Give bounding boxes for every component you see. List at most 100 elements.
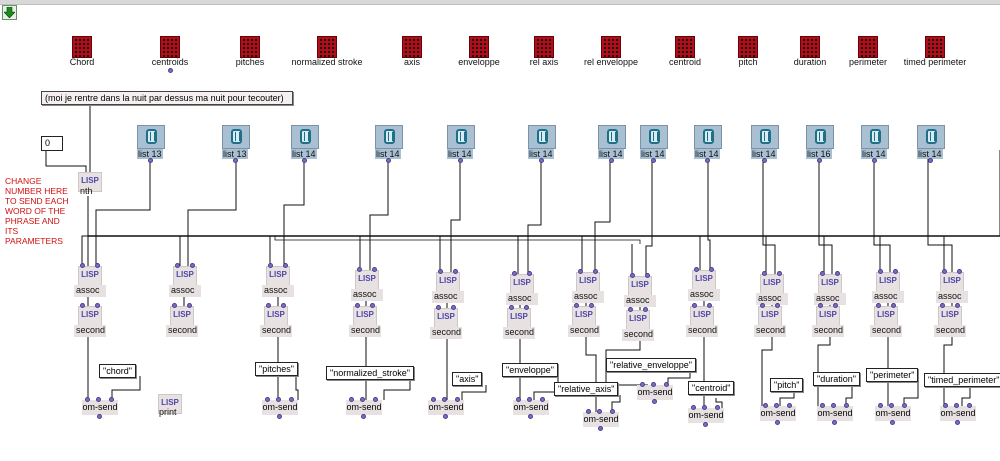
assoc-lisp-icon[interactable]: LISP — [576, 272, 600, 292]
inlet[interactable] — [820, 271, 825, 276]
inlet[interactable] — [175, 263, 180, 268]
outlet[interactable] — [443, 414, 448, 419]
inlet[interactable] — [640, 382, 645, 387]
string-box[interactable]: "enveloppe" — [502, 363, 558, 377]
assoc-lisp-icon[interactable]: LISP — [173, 266, 197, 286]
om-send-box[interactable]: om-send — [513, 400, 549, 415]
phrase-box[interactable]: (moi je rentre dans la nuit par dessus m… — [41, 91, 293, 105]
inlet[interactable] — [645, 273, 650, 278]
om-send-box[interactable]: om-send — [346, 400, 382, 415]
list-box-icon[interactable] — [598, 125, 626, 149]
outlet[interactable] — [233, 158, 238, 163]
om-send-box[interactable]: om-send — [82, 400, 118, 415]
inlet[interactable] — [902, 403, 907, 408]
inlet[interactable] — [878, 269, 883, 274]
inlet[interactable] — [787, 403, 792, 408]
assoc-lisp-icon[interactable]: LISP — [940, 272, 964, 292]
maquette-icon[interactable] — [72, 36, 92, 58]
second-lisp-icon[interactable]: LISP — [938, 306, 962, 326]
outlet[interactable] — [386, 158, 391, 163]
inlet[interactable] — [281, 303, 286, 308]
second-lisp-icon[interactable]: LISP — [78, 306, 102, 326]
string-box[interactable]: "perimeter" — [866, 368, 919, 382]
outlet[interactable] — [872, 158, 877, 163]
second-lisp-icon[interactable]: LISP — [874, 306, 898, 326]
outlet[interactable] — [832, 420, 837, 425]
maquette-icon[interactable] — [240, 36, 260, 58]
inlet[interactable] — [96, 397, 101, 402]
outlet[interactable] — [302, 158, 307, 163]
inlet[interactable] — [373, 397, 378, 402]
list-box-icon[interactable] — [222, 125, 250, 149]
outlet[interactable] — [539, 158, 544, 163]
second-lisp-icon[interactable]: LISP — [353, 306, 377, 326]
inlet[interactable] — [372, 267, 377, 272]
inlet[interactable] — [455, 397, 460, 402]
outlet[interactable] — [890, 420, 895, 425]
inlet[interactable] — [265, 397, 270, 402]
list-box-icon[interactable] — [917, 125, 945, 149]
inlet[interactable] — [760, 303, 765, 308]
inlet[interactable] — [878, 403, 883, 408]
inlet[interactable] — [957, 269, 962, 274]
assoc-lisp-icon[interactable]: LISP — [760, 274, 784, 294]
inlet[interactable] — [357, 267, 362, 272]
inlet[interactable] — [95, 263, 100, 268]
list-box-icon[interactable] — [447, 125, 475, 149]
inlet[interactable] — [955, 303, 960, 308]
inlet[interactable] — [818, 303, 823, 308]
inlet[interactable] — [610, 409, 615, 414]
outlet[interactable] — [609, 158, 614, 163]
outlet[interactable] — [148, 158, 153, 163]
inlet[interactable] — [527, 271, 532, 276]
inlet[interactable] — [574, 303, 579, 308]
list-box-icon[interactable] — [751, 125, 779, 149]
inlet[interactable] — [524, 305, 529, 310]
om-send-box[interactable]: om-send — [583, 412, 619, 427]
inlet[interactable] — [707, 303, 712, 308]
inlet[interactable] — [967, 403, 972, 408]
inlet[interactable] — [876, 303, 881, 308]
inlet[interactable] — [95, 303, 100, 308]
inlet[interactable] — [85, 397, 90, 402]
assoc-lisp-icon[interactable]: LISP — [266, 266, 290, 286]
inlet[interactable] — [643, 307, 648, 312]
assoc-lisp-icon[interactable]: LISP — [692, 270, 716, 290]
om-send-box[interactable]: om-send — [940, 406, 976, 421]
inlet[interactable] — [187, 303, 192, 308]
maquette-icon[interactable] — [925, 36, 945, 58]
outlet[interactable] — [168, 68, 173, 73]
second-lisp-icon[interactable]: LISP — [572, 306, 596, 326]
om-send-box[interactable]: om-send — [262, 400, 298, 415]
inlet[interactable] — [891, 303, 896, 308]
outlet[interactable] — [97, 414, 102, 419]
nth-lisp-icon[interactable]: LISP — [78, 172, 102, 192]
inlet[interactable] — [370, 303, 375, 308]
inlet[interactable] — [715, 405, 720, 410]
assoc-lisp-icon[interactable]: LISP — [876, 272, 900, 292]
inlet[interactable] — [702, 405, 707, 410]
inlet[interactable] — [451, 305, 456, 310]
inlet[interactable] — [80, 303, 85, 308]
maquette-icon[interactable] — [800, 36, 820, 58]
maquette-icon[interactable] — [858, 36, 878, 58]
maquette-icon[interactable] — [469, 36, 489, 58]
inlet[interactable] — [630, 273, 635, 278]
string-box[interactable]: "pitch" — [770, 378, 804, 392]
outlet[interactable] — [651, 158, 656, 163]
inlet[interactable] — [763, 403, 768, 408]
inlet[interactable] — [691, 405, 696, 410]
list-box-icon[interactable] — [694, 125, 722, 149]
outlet[interactable] — [361, 414, 366, 419]
outlet[interactable] — [817, 158, 822, 163]
inlet[interactable] — [954, 403, 959, 408]
inlet[interactable] — [436, 305, 441, 310]
inlet[interactable] — [431, 397, 436, 402]
inlet[interactable] — [442, 397, 447, 402]
inlet[interactable] — [694, 267, 699, 272]
inlet[interactable] — [190, 263, 195, 268]
second-lisp-icon[interactable]: LISP — [626, 310, 650, 330]
inlet[interactable] — [516, 397, 521, 402]
assoc-lisp-icon[interactable]: LISP — [355, 270, 379, 290]
assoc-lisp-icon[interactable]: LISP — [78, 266, 102, 286]
